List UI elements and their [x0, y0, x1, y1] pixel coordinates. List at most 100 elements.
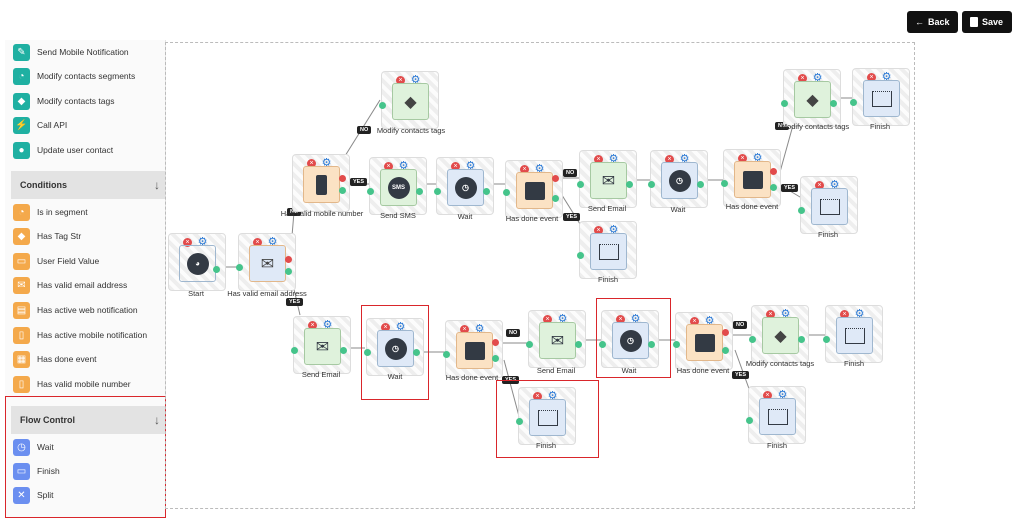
delete-node-icon[interactable]: ×	[867, 73, 876, 82]
node-wait-3[interactable]: × ⚙ ◷	[364, 318, 424, 376]
node-valid-email[interactable]: × ⚙ ✉	[236, 233, 296, 291]
connector-dot[interactable]	[721, 180, 728, 187]
connector-dot[interactable]	[577, 252, 584, 259]
gear-icon[interactable]: ⚙	[608, 153, 619, 165]
node-send-email-2[interactable]: × ⚙ ✉	[291, 316, 351, 374]
node-modify-tags-2[interactable]: × ⚙ ◆	[781, 69, 841, 127]
connector-dot[interactable]	[648, 181, 655, 188]
node-wait-2[interactable]: × ⚙ ◷	[648, 150, 708, 208]
conditions-section-header[interactable]: Conditions ↓	[11, 171, 166, 199]
connector-dot[interactable]	[850, 99, 857, 106]
gear-icon[interactable]: ⚙	[780, 308, 791, 320]
node-done-event-1[interactable]: × ⚙	[503, 160, 563, 218]
gear-icon[interactable]: ⚙	[465, 160, 476, 172]
gear-icon[interactable]: ⚙	[752, 152, 763, 164]
sidebar-item-update-user-contact[interactable]: ● Update user contact	[13, 141, 113, 159]
connector-dot[interactable]	[416, 188, 423, 195]
sidebar-item-has-done-event[interactable]: ▦ Has done event	[13, 350, 97, 368]
connector-dot[interactable]	[213, 266, 220, 273]
delete-node-icon[interactable]: ×	[460, 325, 469, 334]
save-button[interactable]: Save	[962, 11, 1012, 33]
gear-icon[interactable]: ⚙	[322, 319, 333, 331]
gear-icon[interactable]: ⚙	[704, 315, 715, 327]
sidebar-item-send-mobile-notification[interactable]: ✎ Send Mobile Notification	[13, 43, 129, 61]
connector-dot[interactable]	[770, 184, 777, 191]
gear-icon[interactable]: ⚙	[630, 313, 641, 325]
gear-icon[interactable]: ⚙	[829, 179, 840, 191]
sidebar-item-finish[interactable]: ▭ Finish	[13, 462, 60, 480]
sidebar-item-modify-contacts-segments[interactable]: ◔ Modify contacts segments	[13, 67, 135, 85]
connector-dot[interactable]	[823, 336, 830, 343]
node-done-event-4[interactable]: × ⚙	[673, 312, 733, 370]
connector-dot[interactable]	[697, 181, 704, 188]
delete-node-icon[interactable]: ×	[766, 310, 775, 319]
delete-node-icon[interactable]: ×	[183, 238, 192, 247]
connector-dot-fail[interactable]	[552, 175, 559, 182]
gear-icon[interactable]: ⚙	[608, 224, 619, 236]
connector-dot[interactable]	[291, 347, 298, 354]
sidebar-item-split[interactable]: ✕ Split	[13, 486, 54, 504]
delete-node-icon[interactable]: ×	[543, 315, 552, 324]
connector-dot[interactable]	[749, 336, 756, 343]
gear-icon[interactable]: ⚙	[777, 389, 788, 401]
delete-node-icon[interactable]: ×	[381, 323, 390, 332]
delete-node-icon[interactable]: ×	[665, 155, 674, 164]
node-send-sms[interactable]: × ⚙ SMS	[367, 157, 427, 215]
gear-icon[interactable]: ⚙	[321, 157, 332, 169]
node-modify-tags-3[interactable]: × ⚙ ◆	[749, 305, 809, 363]
gear-icon[interactable]: ⚙	[547, 390, 558, 402]
delete-node-icon[interactable]: ×	[815, 181, 824, 190]
node-start[interactable]: × ⚙ ◕	[168, 233, 226, 291]
node-send-email-3[interactable]: × ⚙ ✉	[526, 310, 586, 368]
gear-icon[interactable]: ⚙	[679, 153, 690, 165]
sidebar-item-has-valid-email-address[interactable]: ✉ Has valid email address	[13, 276, 127, 294]
node-finish-5[interactable]: × ⚙	[823, 305, 883, 363]
connector-dot[interactable]	[577, 181, 584, 188]
node-finish-3[interactable]: × ⚙	[798, 176, 858, 234]
node-finish-4[interactable]: × ⚙	[516, 387, 576, 445]
back-button[interactable]: ← Back	[907, 11, 958, 33]
gear-icon[interactable]: ⚙	[474, 323, 485, 335]
delete-node-icon[interactable]: ×	[738, 154, 747, 163]
connector-dot[interactable]	[722, 347, 729, 354]
connector-dot[interactable]	[492, 355, 499, 362]
connector-dot-fail[interactable]	[492, 339, 499, 346]
connector-dot[interactable]	[503, 189, 510, 196]
connector-dot[interactable]	[830, 100, 837, 107]
sidebar-item-has-valid-mobile-number[interactable]: ▯ Has valid mobile number	[13, 375, 131, 393]
delete-node-icon[interactable]: ×	[307, 159, 316, 168]
gear-icon[interactable]: ⚙	[534, 163, 545, 175]
gear-icon[interactable]: ⚙	[197, 236, 208, 248]
connector-dot[interactable]	[575, 341, 582, 348]
delete-node-icon[interactable]: ×	[520, 165, 529, 174]
connector-dot[interactable]	[483, 188, 490, 195]
node-wait-1[interactable]: × ⚙ ◷	[434, 157, 494, 215]
node-finish-6[interactable]: × ⚙	[746, 386, 806, 444]
sidebar-item-has-tag-str[interactable]: ◆ Has Tag Str	[13, 227, 81, 245]
node-finish-2[interactable]: × ⚙	[850, 68, 910, 126]
node-valid-mobile[interactable]: × ⚙	[292, 154, 350, 212]
delete-node-icon[interactable]: ×	[690, 317, 699, 326]
sidebar-item-has-active-mobile-notification[interactable]: ▯ Has active mobile notification	[13, 326, 147, 344]
connector-dot-fail[interactable]	[722, 329, 729, 336]
delete-node-icon[interactable]: ×	[253, 238, 262, 247]
sidebar-item-call-api[interactable]: ⚡ Call API	[13, 116, 67, 134]
connector-dot[interactable]	[746, 417, 753, 424]
connector-dot[interactable]	[413, 349, 420, 356]
connector-dot-fail[interactable]	[285, 256, 292, 263]
connector-dot[interactable]	[673, 341, 680, 348]
gear-icon[interactable]: ⚙	[557, 313, 568, 325]
delete-node-icon[interactable]: ×	[594, 226, 603, 235]
connector-dot[interactable]	[364, 349, 371, 356]
delete-node-icon[interactable]: ×	[533, 392, 542, 401]
connector-dot[interactable]	[379, 102, 386, 109]
delete-node-icon[interactable]: ×	[594, 155, 603, 164]
connector-dot-fail[interactable]	[339, 175, 346, 182]
delete-node-icon[interactable]: ×	[616, 315, 625, 324]
node-done-event-3[interactable]: × ⚙	[443, 320, 503, 378]
delete-node-icon[interactable]: ×	[384, 162, 393, 171]
delete-node-icon[interactable]: ×	[451, 162, 460, 171]
connector-dot[interactable]	[798, 336, 805, 343]
connector-dot[interactable]	[340, 347, 347, 354]
connector-dot[interactable]	[526, 341, 533, 348]
